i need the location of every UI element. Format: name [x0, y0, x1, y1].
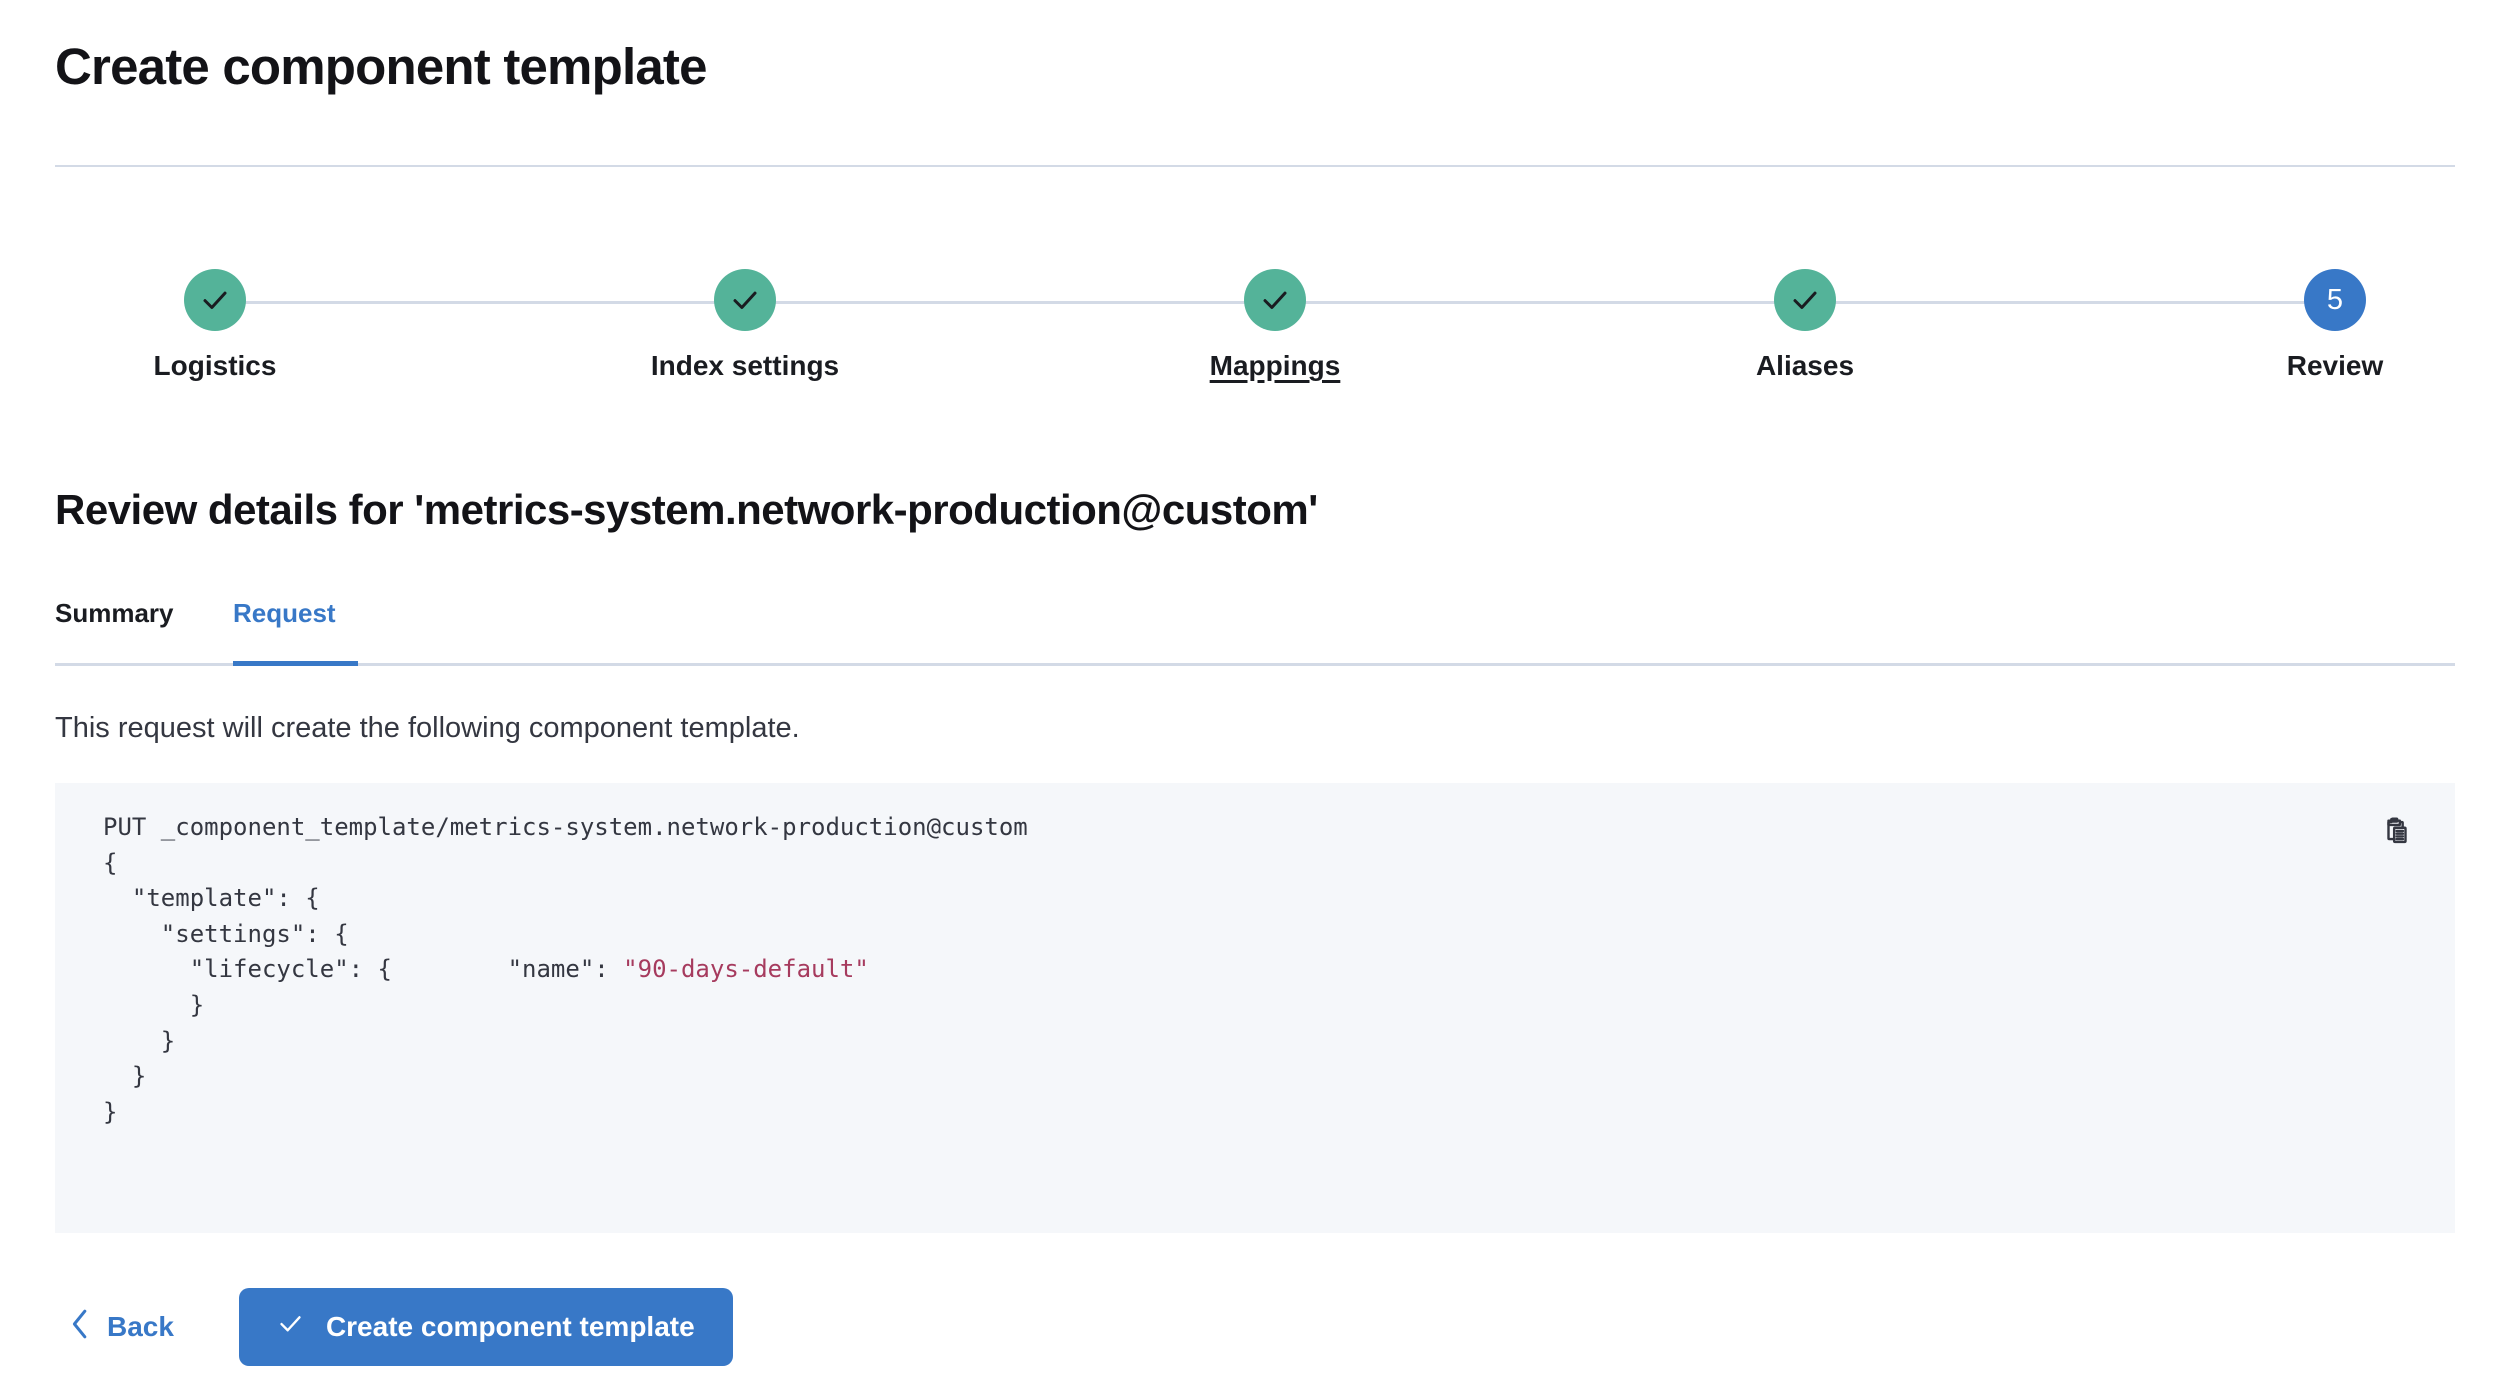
check-icon	[1260, 285, 1290, 315]
stepper-step-aliases[interactable]: Aliases	[1645, 255, 1965, 383]
step-status-circle	[714, 269, 776, 331]
stepper-step-label: Logistics	[153, 350, 277, 381]
code-line-open-brace: {	[103, 848, 118, 877]
step-number-label: 5	[2326, 283, 2344, 316]
stepper-step-label[interactable]: Mappings	[1209, 350, 1341, 381]
code-line-close-4: }	[103, 1097, 118, 1126]
clipboard-copy-icon	[2380, 815, 2414, 852]
header-divider	[55, 165, 2455, 167]
code-line-close-3: }	[103, 1062, 147, 1091]
code-line-settings: "settings": {	[103, 919, 349, 948]
code-line-close-2: }	[103, 1026, 176, 1055]
code-line-put: PUT _component_template/metrics-system.n…	[103, 813, 1028, 841]
request-code-text: PUT _component_template/metrics-system.n…	[103, 813, 1028, 1126]
tab-active-indicator	[233, 661, 358, 666]
code-line-close-1: }	[103, 990, 205, 1019]
stepper-step-logistics[interactable]: Logistics	[55, 255, 375, 383]
stepper-step-label: Aliases	[1755, 350, 1855, 381]
page-title: Create component template	[55, 38, 707, 95]
create-component-template-button[interactable]: Create component template	[238, 1288, 733, 1366]
back-button[interactable]: Back	[55, 1288, 184, 1366]
review-tabs: Summary Request	[55, 598, 2455, 666]
copy-to-clipboard-button[interactable]	[2369, 805, 2425, 861]
request-code-block: PUT _component_template/metrics-system.n…	[55, 783, 2455, 1233]
step-status-circle	[184, 269, 246, 331]
tab-summary[interactable]: Summary	[55, 598, 174, 666]
wizard-footer-actions: Back Create component template	[55, 1288, 733, 1366]
code-line-lifecycle: "lifecycle": {	[103, 955, 392, 984]
back-button-label: Back	[107, 1311, 174, 1342]
code-value-lifecycle-name: "90-days-default"	[623, 955, 869, 984]
step-status-circle	[1774, 269, 1836, 331]
check-icon	[730, 285, 760, 315]
stepper-step-review[interactable]: 5 Review	[2175, 255, 2495, 383]
stepper-step-mappings[interactable]: Mappings	[1115, 255, 1435, 383]
request-description: This request will create the following c…	[55, 712, 800, 744]
review-heading: Review details for 'metrics-system.netwo…	[55, 486, 1318, 533]
tab-request[interactable]: Request	[233, 598, 336, 666]
stepper-step-label: Index settings	[650, 350, 840, 381]
submit-button-label: Create component template	[325, 1311, 695, 1342]
wizard-stepper: Logistics Index settings	[55, 255, 2455, 390]
chevron-left-icon	[69, 1308, 91, 1347]
stepper-step-index-settings[interactable]: Index settings	[585, 255, 905, 383]
code-line-template: "template": {	[103, 884, 320, 913]
check-icon	[1790, 285, 1820, 315]
step-status-circle	[1244, 269, 1306, 331]
step-status-circle: 5	[2304, 269, 2366, 331]
check-icon	[277, 1310, 304, 1344]
tabs-bottom-border	[55, 663, 2455, 666]
check-icon	[200, 285, 230, 315]
stepper-step-label: Review	[2286, 350, 2384, 381]
